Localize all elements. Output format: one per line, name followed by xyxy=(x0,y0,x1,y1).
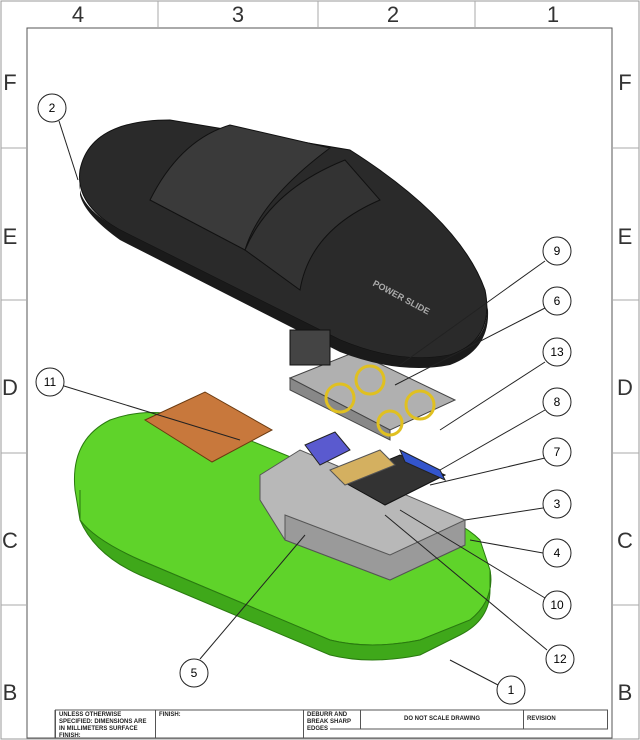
svg-text:13: 13 xyxy=(550,345,564,359)
row-label-right: D xyxy=(617,375,633,400)
svg-text:7: 7 xyxy=(554,445,561,459)
balloon-11: 11 xyxy=(35,367,65,397)
svg-text:1: 1 xyxy=(508,683,515,697)
deburr-note: Deburr and break sharp edges xyxy=(303,710,360,738)
balloon-9: 9 xyxy=(542,236,572,266)
column-label: 4 xyxy=(71,2,85,27)
balloon-1: 1 xyxy=(496,675,526,705)
row-label-left: E xyxy=(2,224,18,249)
balloon-3: 3 xyxy=(542,489,572,519)
balloon-7: 7 xyxy=(542,437,572,467)
scale-note: Do not scale drawing xyxy=(360,710,523,729)
row-label-right: B xyxy=(617,680,633,705)
row-label-right: C xyxy=(617,528,633,553)
svg-text:10: 10 xyxy=(550,598,564,612)
tolerance-note: Unless otherwise specified: dimensions a… xyxy=(55,710,155,739)
balloon-4: 4 xyxy=(542,538,572,568)
balloon-8: 8 xyxy=(542,387,572,417)
svg-text:11: 11 xyxy=(44,375,57,389)
row-label-left: C xyxy=(2,528,18,553)
row-label-left: B xyxy=(2,680,18,705)
sensor-plate-part-6 xyxy=(288,351,457,441)
row-label-left: F xyxy=(3,70,17,95)
row-label-left: D xyxy=(2,375,18,400)
balloon-6: 6 xyxy=(542,286,572,316)
leader-lines xyxy=(58,120,548,686)
balloon-2: 2 xyxy=(37,93,67,123)
svg-text:9: 9 xyxy=(554,244,561,258)
zone-ticks xyxy=(1,1,639,606)
row-label-right: F xyxy=(618,70,632,95)
svg-text:6: 6 xyxy=(554,294,561,308)
svg-text:12: 12 xyxy=(553,652,567,666)
grey-housing-parts xyxy=(259,431,466,581)
balloon-5: 5 xyxy=(179,658,209,688)
svg-text:2: 2 xyxy=(49,101,56,115)
inner-border xyxy=(26,27,613,739)
svg-text:8: 8 xyxy=(554,395,561,409)
row-label-right: E xyxy=(617,224,633,249)
svg-text:3: 3 xyxy=(554,497,561,511)
svg-text:4: 4 xyxy=(554,546,561,560)
column-label: 2 xyxy=(386,2,400,27)
slipper-part-2: POWER SLIDE xyxy=(79,119,489,369)
balloon-10: 10 xyxy=(542,590,572,620)
finish-label: Finish: xyxy=(155,710,303,738)
revision-label: Revision xyxy=(523,710,608,729)
balloon-12: 12 xyxy=(545,644,575,674)
column-label: 1 xyxy=(546,2,560,27)
column-label: 3 xyxy=(231,2,245,27)
svg-text:5: 5 xyxy=(191,666,198,680)
orange-pad-part-11 xyxy=(143,391,274,463)
balloon-13: 13 xyxy=(542,337,572,367)
